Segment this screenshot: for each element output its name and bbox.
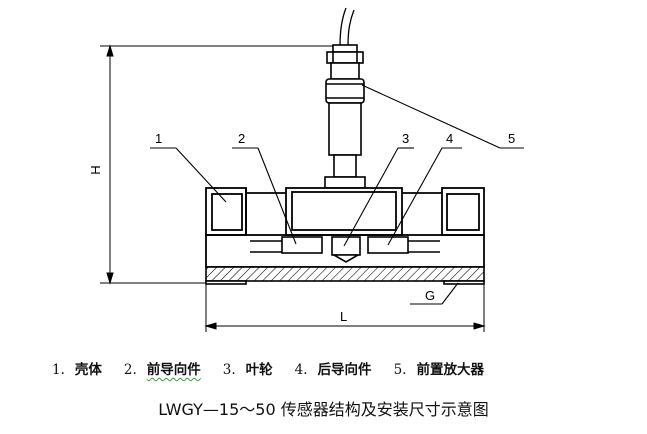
legend-number: 3. (222, 362, 236, 378)
length-label: L (340, 309, 347, 324)
legend-name: 壳体 (74, 362, 102, 378)
legend-item: 2. 前导向件 (124, 358, 201, 378)
impeller (331, 236, 361, 263)
sensor-structure-diagram: 1 2 3 4 5 H L G (88, 7, 524, 332)
preamplifier (324, 44, 366, 189)
housing (205, 187, 485, 268)
legend-name: 叶轮 (245, 362, 273, 378)
legend-number: 4. (294, 362, 308, 378)
legend-name: 后导向件 (317, 362, 372, 378)
legend-number: 2. (123, 362, 137, 378)
legend-item: 4. 后导向件 (295, 358, 372, 378)
legend-item: 5. 前置放大器 (394, 358, 484, 378)
legend-number: 5. (393, 362, 407, 378)
front-guide (250, 236, 323, 254)
signal-cable (339, 7, 355, 47)
callout-leaders (150, 84, 524, 305)
legend-name: 前置放大器 (416, 362, 484, 378)
dimension-height (100, 44, 333, 285)
callout-5: 5 (508, 131, 515, 146)
legend-item: 3. 叶轮 (223, 358, 273, 378)
rear-guide (367, 236, 440, 254)
thread-label: G (425, 288, 435, 303)
parts-legend: 1. 壳体 2. 前导向件 3. 叶轮 4. 后导向件 5. 前置放大器 (52, 358, 632, 378)
callout-2: 2 (238, 131, 245, 146)
legend-number: 1. (52, 362, 65, 378)
callout-3: 3 (402, 131, 409, 146)
callout-4: 4 (446, 131, 453, 146)
height-label: H (88, 165, 103, 174)
dimension-length (204, 284, 486, 332)
flow-tube-wall (205, 266, 485, 285)
legend-name: 前导向件 (146, 362, 201, 378)
callout-1: 1 (155, 131, 162, 146)
legend-item: 1. 壳体 (52, 358, 102, 378)
figure-caption: LWGY—15～50 传感器结构及安装尺寸示意图 (158, 400, 489, 419)
